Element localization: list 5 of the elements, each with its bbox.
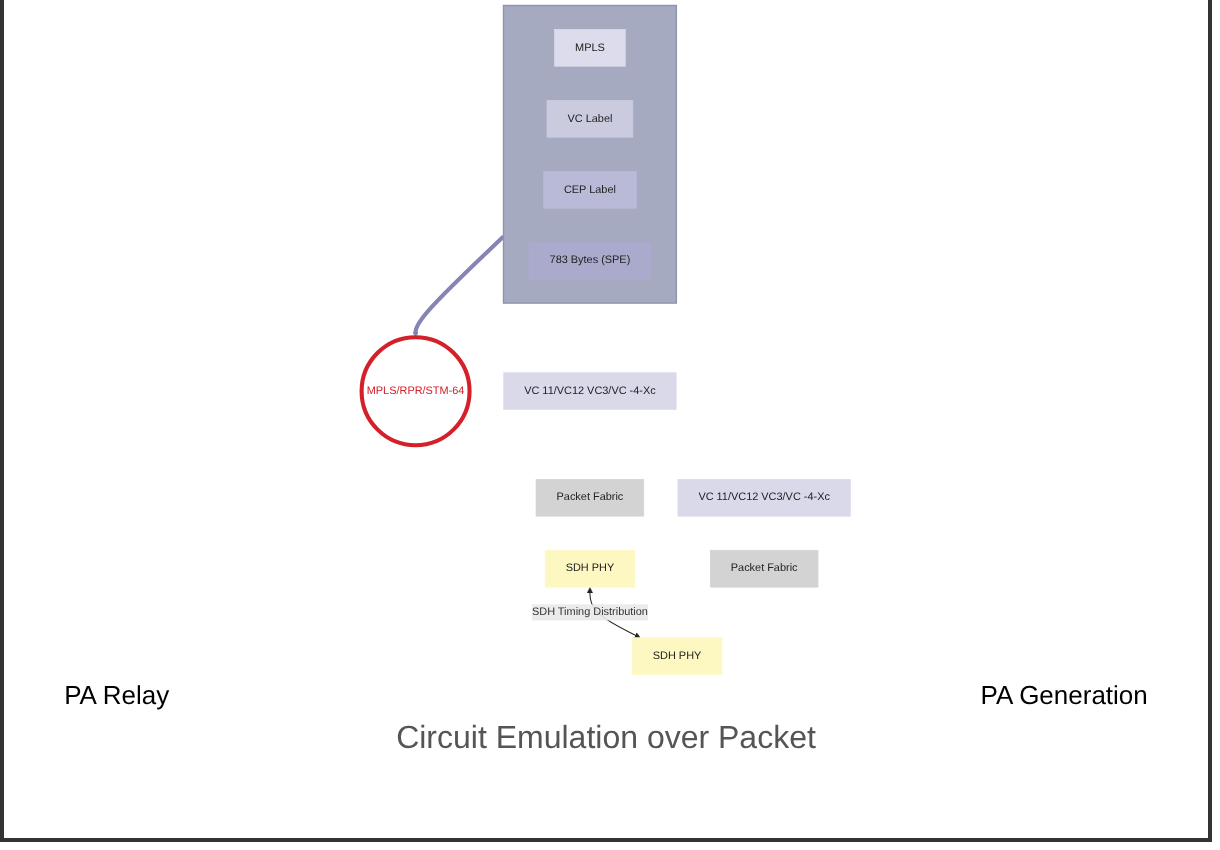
cluster — [502, 4, 678, 304]
annotation-text: PA Generation — [980, 680, 1148, 710]
arrow — [412, 235, 505, 338]
annotation-text: PA Relay — [64, 680, 170, 710]
caption: Circuit Emulation over Packet — [396, 722, 816, 758]
